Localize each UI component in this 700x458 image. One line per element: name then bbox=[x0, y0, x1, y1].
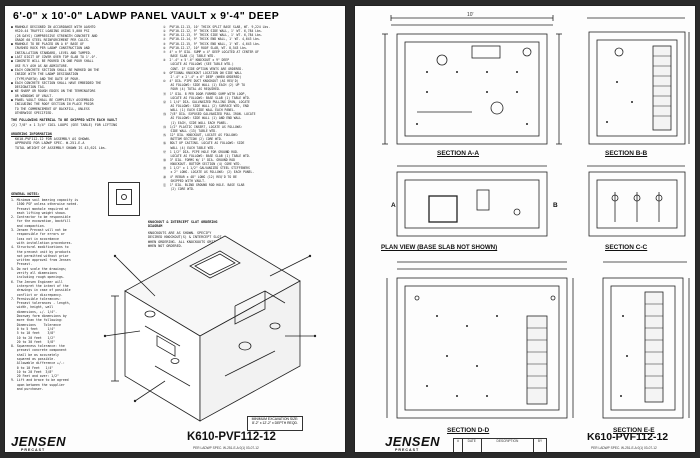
ordering-info: K610-PVF112-12 FOR ASSEMBLY AS SHOWN. AP… bbox=[15, 137, 107, 150]
drawing-subtitle: PER LADWP SPEC. W-251-E-A 0(1) 03-07-12 bbox=[193, 446, 259, 450]
section-cc-label: SECTION C-C bbox=[605, 244, 648, 251]
isometric-vault-drawing bbox=[103, 235, 317, 422]
rev-col-num: # bbox=[454, 439, 463, 452]
knockout-diagram-note: KNOCKOUTS ARE AS SHOWN. SPECIFY DESIRED … bbox=[148, 231, 222, 249]
plan-view-drawing bbox=[396, 165, 548, 237]
jensen-logo-right: JENSEN bbox=[385, 434, 441, 449]
furnish-header: THE FOLLOWING MATERIAL TO BE SHIPPED WIT… bbox=[11, 118, 118, 122]
knockout-detail-box bbox=[108, 182, 140, 216]
drawing-subtitle-right: PER LADWP SPEC. W-251-E-A 0(1) 03-07-12 bbox=[591, 446, 657, 450]
jensen-logo-sub-right: PRECAST bbox=[395, 448, 420, 452]
furnish-item: (2) 7/8" x 1 3/4" COIL LOOPS (SEE TABLE)… bbox=[11, 123, 118, 127]
revision-block: # DATE DESCRIPTION BY bbox=[453, 438, 547, 452]
section-cc-drawing bbox=[587, 165, 686, 237]
general-notes: 1. Minimum soil bearing capacity is 1500… bbox=[11, 198, 79, 392]
section-dd-label: SECTION D-D bbox=[447, 427, 490, 434]
jensen-logo: JENSEN bbox=[11, 434, 67, 449]
ordering-header: ORDERING INFORMATION bbox=[11, 132, 52, 136]
jensen-logo-sub: PRECAST bbox=[21, 448, 46, 452]
parts-list: ① PVF10-12-13, 10' THICK SPLIT BASE SLAB… bbox=[163, 25, 271, 192]
drawing-number: K610-PVF112-12 bbox=[187, 431, 276, 443]
section-bb-label: SECTION B-B bbox=[605, 150, 648, 157]
section-bb-drawing bbox=[587, 17, 690, 145]
section-aa-drawing bbox=[382, 15, 562, 145]
section-aa-label: SECTION A-A bbox=[437, 150, 480, 157]
left-drawing-sheet: 6'-0" x 10'-0" LADWP PANEL VAULT x 9'-4"… bbox=[4, 5, 346, 453]
general-notes-header: GENERAL NOTES: bbox=[11, 192, 40, 196]
section-dd-drawing bbox=[386, 261, 574, 419]
design-notes: ● MANHOLE DESIGNED IN ACCORDANCE WITH AA… bbox=[11, 25, 102, 115]
knockout-diagram-title: KNOCKOUT & INTERCEPT SLOT ORDERING DIAGR… bbox=[148, 220, 218, 229]
rev-col-by: BY bbox=[537, 439, 543, 443]
vault-title: 6'-0" x 10'-0" LADWP PANEL VAULT x 9'-4"… bbox=[13, 10, 280, 22]
dim-top-aa: 10' bbox=[467, 12, 474, 18]
rev-col-date: DATE bbox=[463, 439, 482, 452]
excavation-size-stamp: MINIMUM EXCAVATION SIZE: 8'-2" x 12'-2" … bbox=[247, 416, 303, 431]
right-drawing-sheet: 10' SECTION A-A SECTION B-B A B bbox=[354, 5, 696, 453]
section-ee-drawing bbox=[602, 261, 690, 419]
marker-b-right: B bbox=[553, 202, 558, 209]
plan-view-label: PLAN VIEW (BASE SLAB NOT SHOWN) bbox=[381, 244, 498, 251]
rev-col-desc: DESCRIPTION bbox=[482, 439, 535, 452]
section-ee-label: SECTION E-E bbox=[613, 427, 655, 434]
marker-a-left: A bbox=[391, 202, 396, 209]
drawing-number-right: K610-PVF112-12 bbox=[587, 431, 669, 443]
